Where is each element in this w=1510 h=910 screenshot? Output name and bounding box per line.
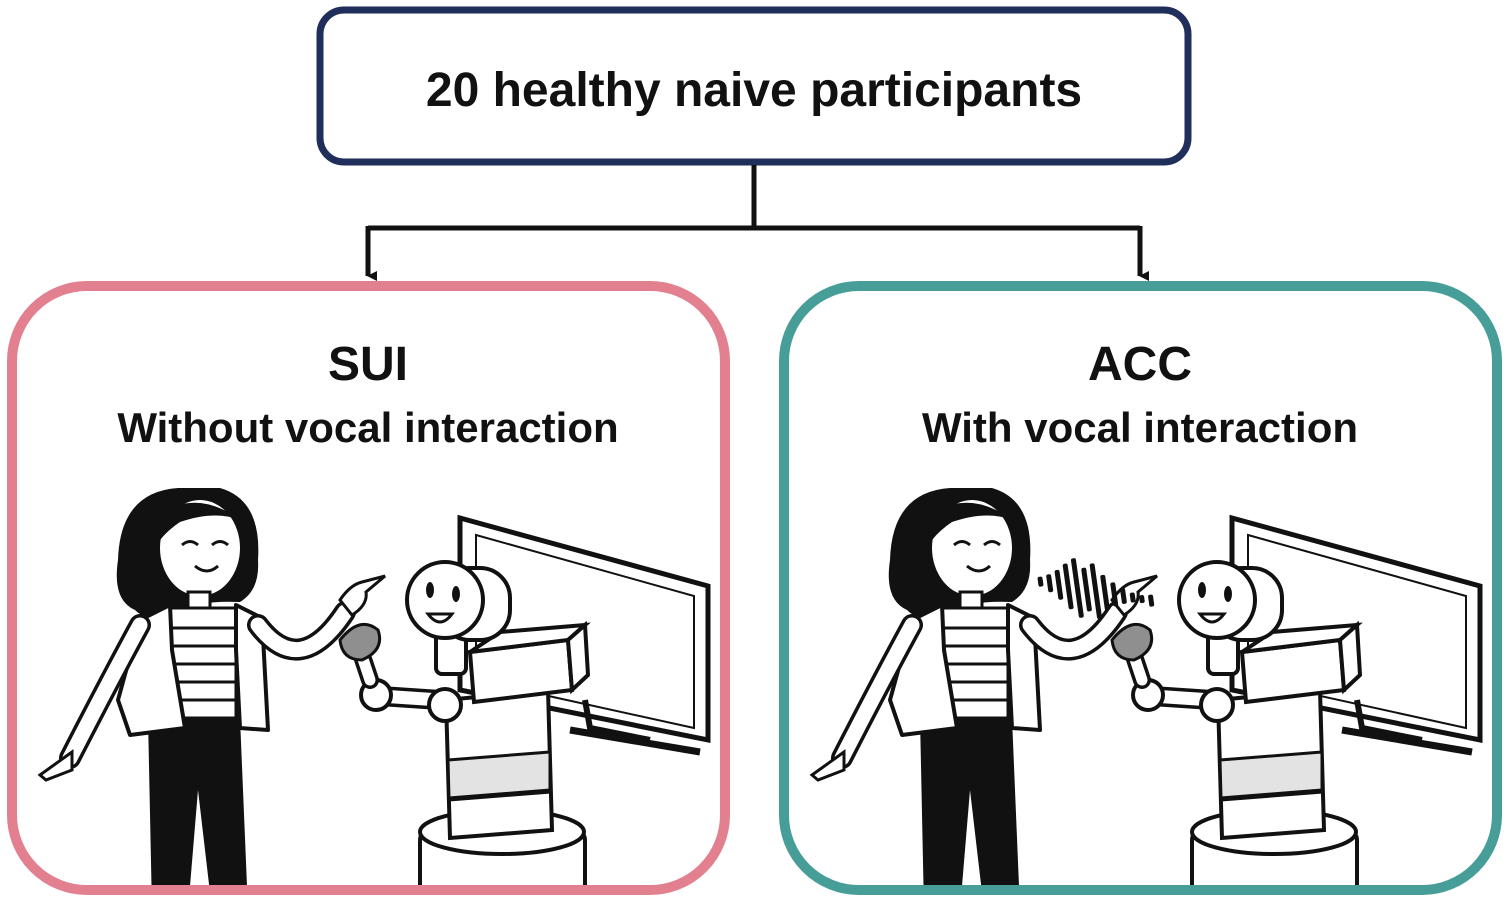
voice-wave-bar: [1046, 574, 1054, 593]
acc-title: ACC: [1088, 338, 1192, 391]
voice-wave-bar: [1037, 576, 1044, 587]
participants-box: 20 healthy naive participants: [316, 6, 1192, 166]
acc-subtitle: With vocal interaction: [922, 404, 1358, 451]
sui-panel: SUI Without vocal interaction: [7, 281, 730, 895]
sui-subtitle: Without vocal interaction: [117, 404, 618, 451]
voice-wave-bar: [1139, 595, 1145, 604]
voice-wave-bar: [1054, 569, 1064, 600]
voice-wave-bar: [1110, 582, 1119, 607]
voice-wave-bar: [1081, 567, 1092, 612]
branch-connector: [365, 165, 1149, 281]
voice-wave-bar: [1120, 587, 1127, 604]
voice-wave-bar: [1129, 592, 1136, 603]
sui-title: SUI: [328, 338, 408, 391]
acc-panel-border: [779, 281, 1502, 895]
voice-wave-bar: [1100, 574, 1110, 611]
sui-panel-border: [7, 281, 730, 895]
voice-wave-bar: [1070, 558, 1084, 618]
voice-wave-bar: [1089, 563, 1102, 619]
participants-box-border: [316, 6, 1192, 166]
acc-panel: ACC With vocal interaction: [779, 281, 1502, 895]
voice-wave-bar: [1062, 563, 1074, 610]
voice-wave-bar: [1148, 594, 1155, 607]
voice-wave-icon: [1037, 558, 1155, 619]
participants-label: 20 healthy naive participants: [426, 64, 1082, 117]
